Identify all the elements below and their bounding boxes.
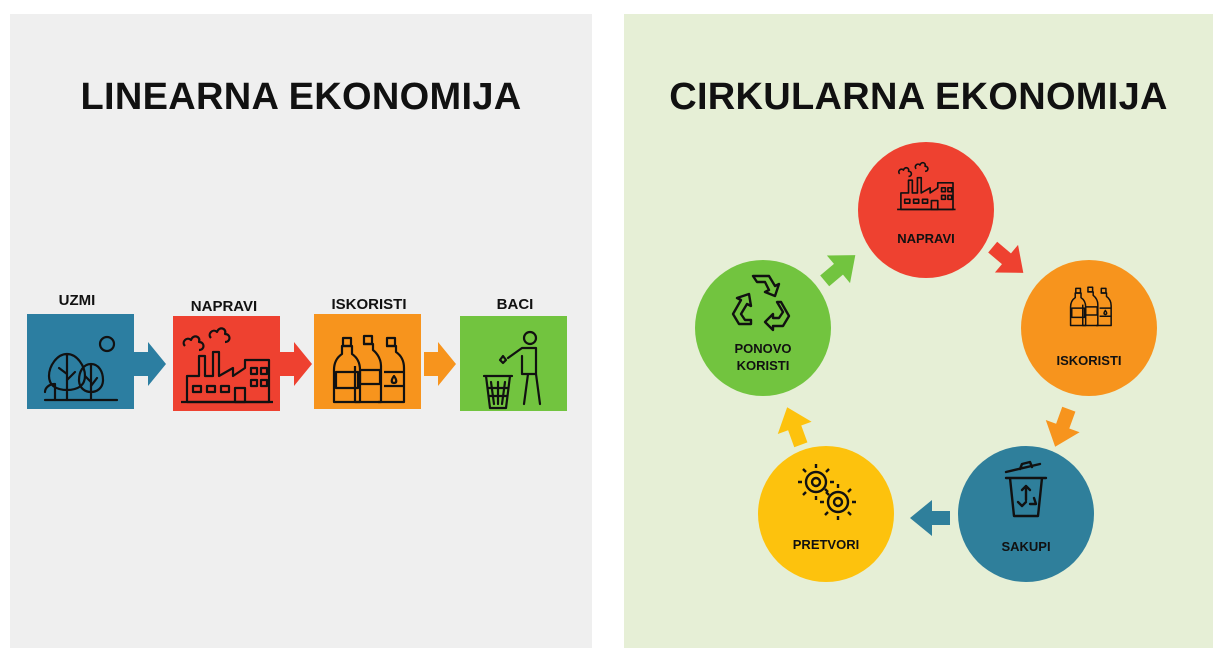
node-label-pretvori: PRETVORI	[792, 537, 860, 552]
node-iskoristi: ISKORISTI	[1021, 260, 1157, 396]
gears-icon	[798, 464, 856, 520]
node-label-ponovo: PONOVO	[734, 341, 792, 356]
circular-title: CIRKULARNA EKONOMIJA	[669, 76, 1168, 118]
step-label-uzmi: UZMI	[58, 292, 96, 309]
node-label-iskoristi: ISKORISTI	[1056, 353, 1122, 368]
cycle-arrow-ponovo-napravi	[812, 240, 868, 296]
step-label-napravi: NAPRAVI	[190, 298, 258, 315]
node-pretvori: PRETVORI	[758, 446, 894, 582]
trees-icon	[43, 335, 119, 402]
recycle-bin-icon	[1004, 460, 1048, 518]
step-box-napravi	[173, 316, 280, 411]
factory-icon	[897, 161, 956, 211]
step-box-iskoristi	[314, 314, 421, 409]
node-label-koristi: KORISTI	[736, 358, 790, 373]
linear-title: LINEARNA EKONOMIJA	[80, 76, 522, 118]
cycle-arrow-napravi-iskoristi	[980, 232, 1036, 288]
node-sakupi: SAKUPI	[958, 446, 1094, 582]
step-box-uzmi	[27, 314, 134, 409]
cycle-arrow-pretvori-ponovo	[768, 400, 819, 451]
recycle-icon	[731, 274, 791, 332]
bottles-icon	[1069, 286, 1112, 327]
step-box-baci	[460, 316, 567, 411]
linear-arrow-1	[134, 342, 166, 386]
step-label-baci: BACI	[496, 296, 534, 313]
linear-arrow-2	[280, 342, 312, 386]
step-label-iskoristi: ISKORISTI	[331, 296, 407, 313]
person-trash-icon	[482, 330, 542, 410]
node-label-sakupi: SAKUPI	[1001, 539, 1051, 554]
node-label-napravi: NAPRAVI	[897, 231, 955, 246]
bottles-icon	[332, 334, 406, 404]
node-label-ponovo-koristi: PONOVO KORISTI	[695, 340, 831, 374]
factory-icon	[181, 327, 273, 404]
node-ponovo-koristi: PONOVO KORISTI	[695, 260, 831, 396]
node-napravi: NAPRAVI	[858, 142, 994, 278]
cycle-arrow-sakupi-pretvori	[910, 498, 950, 538]
cycle-arrow-iskoristi-sakupi	[1036, 402, 1087, 453]
linear-arrow-3	[424, 342, 456, 386]
linear-economy-panel: LINEARNA EKONOMIJA UZMI NAPRAVI ISKORIST…	[10, 14, 592, 648]
circular-economy-panel: CIRKULARNA EKONOMIJA NAPRAVI	[624, 14, 1213, 648]
